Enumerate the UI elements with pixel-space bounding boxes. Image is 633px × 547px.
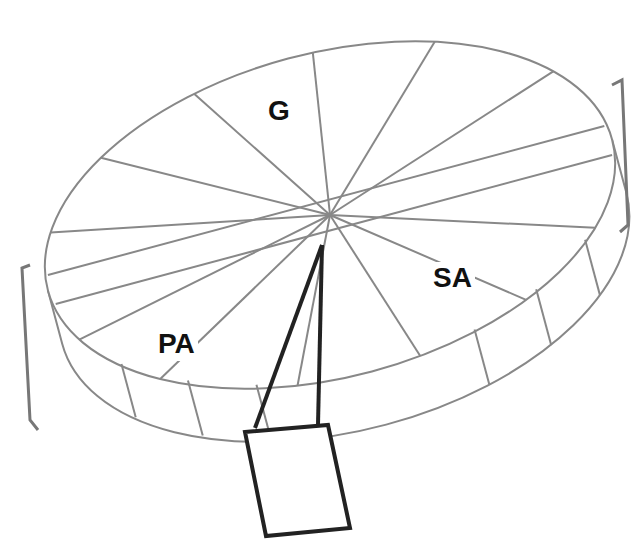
spoke-line — [257, 215, 371, 386]
region-label: PA — [155, 328, 198, 361]
spoke-line — [194, 68, 330, 241]
side-clip — [612, 80, 628, 232]
spoke-line — [294, 42, 471, 215]
region-label: SA — [430, 262, 475, 295]
spoke-line — [101, 104, 330, 268]
sector-line — [318, 245, 322, 425]
side-clip — [22, 265, 38, 430]
probe-block — [245, 425, 350, 536]
region-label: G — [265, 95, 293, 128]
spoke-line — [330, 172, 526, 344]
sector-line — [255, 245, 322, 428]
